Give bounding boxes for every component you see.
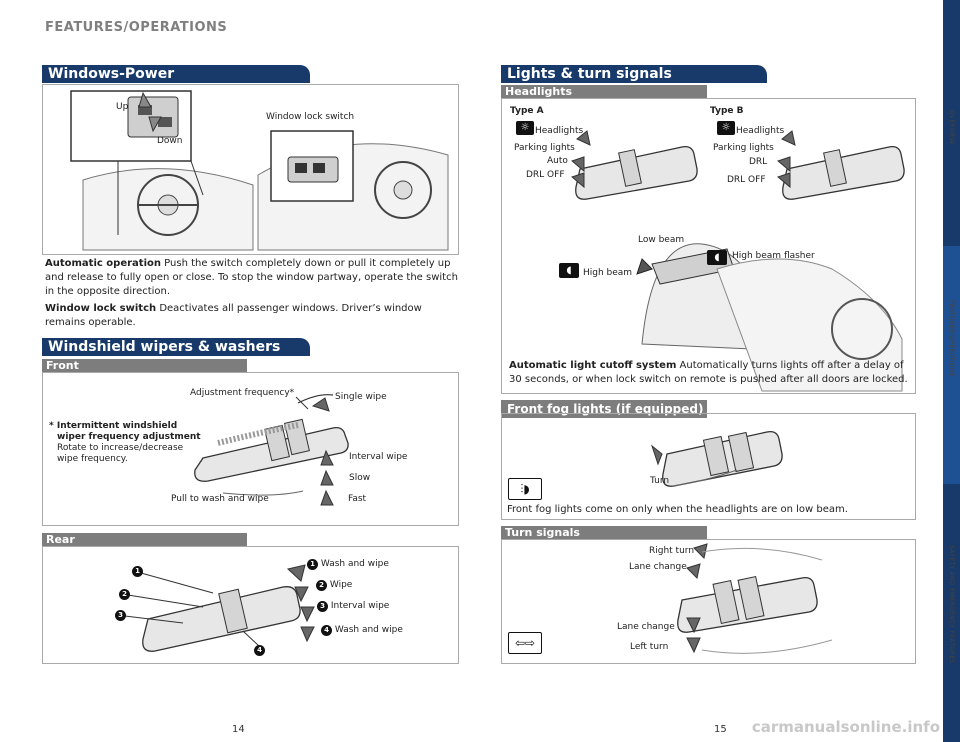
slow-label: Slow <box>349 473 371 483</box>
auto-operation-paragraph: Automatic operation Push the switch comp… <box>45 257 460 299</box>
headlights-title: Headlights <box>501 85 707 98</box>
headlight-lever-illustrations <box>570 130 905 392</box>
rear-wipers-title: Rear <box>42 533 247 546</box>
sidebar-active-tab <box>943 246 960 484</box>
page-header-title: FEATURES/OPERATIONS <box>45 20 228 35</box>
type-a-parking-label: Parking lights <box>514 143 575 153</box>
rear-callout-3: 3 <box>115 610 126 621</box>
windows-power-banner: Windows-Power <box>42 65 310 83</box>
rear-wipers-box: 1 2 3 4 1 Wash and wipe 2 Wipe 3 Interva… <box>42 546 459 664</box>
windows-illustration-box: Up Down Window lock switch <box>42 84 459 255</box>
page-number-left: 14 <box>232 724 245 735</box>
turn-signals-title: Turn signals <box>501 526 707 539</box>
window-lock-switch-label: Window lock switch <box>266 112 355 122</box>
window-lock-heading: Window lock switch <box>45 303 157 314</box>
fog-lights-note: Front fog lights come on only when the h… <box>507 504 848 515</box>
auto-light-cutoff-paragraph: Automatic light cutoff system Automatica… <box>509 359 909 387</box>
sidebar-overview-label[interactable]: OVERVIEW <box>948 110 955 145</box>
auto-light-cutoff-text: Automatically turns lights off after a d… <box>509 360 908 385</box>
fog-light-icon: ⫶◗ <box>508 478 542 500</box>
high-beam-flasher-icon: ◖ <box>707 250 727 265</box>
front-wipers-title: Front <box>42 359 247 372</box>
rear-callout-1: 1 <box>132 566 143 577</box>
rear-wiper-lever-illustration <box>124 564 315 652</box>
type-a-title: Type A <box>510 106 544 116</box>
page-number-right: 15 <box>714 724 727 735</box>
type-b-drl-off-label: DRL OFF <box>727 175 766 185</box>
rear-item-4: 4 Wash and wipe <box>321 625 403 636</box>
turn-signals-box: Right turn Lane change ⇦⇨ Lane change Le… <box>501 539 916 664</box>
type-a-drl-off-label: DRL OFF <box>526 170 565 180</box>
auto-operation-heading: Automatic operation <box>45 258 161 269</box>
rear-callout-4: 4 <box>254 645 265 656</box>
rear-item-3: 3 Interval wipe <box>317 601 389 612</box>
left-turn-label: Left turn <box>630 642 669 652</box>
fog-turn-label: Turn <box>650 476 670 486</box>
sidebar-safety-label[interactable]: SAFETY AND EMERGENCY FEATURES <box>948 545 955 664</box>
window-lock-text: Deactivates all passenger windows. Drive… <box>45 303 422 328</box>
fog-lever-illustration <box>650 431 783 487</box>
lane-change-top-label: Lane change <box>629 562 687 572</box>
type-b-parking-label: Parking lights <box>713 143 774 153</box>
window-switch-illustration <box>43 85 458 254</box>
window-down-label: Down <box>157 136 183 146</box>
headlight-sun-icon-b: ☼ <box>717 121 735 135</box>
auto-light-cutoff-heading: Automatic light cutoff system <box>509 360 677 371</box>
wipers-banner: Windshield wipers & washers <box>42 338 310 356</box>
watermark: carmanualsonline.info <box>751 718 940 736</box>
headlights-box: Type A ☼ Headlights Parking lights Auto … <box>501 98 916 394</box>
lights-banner: Lights & turn signals <box>501 65 767 83</box>
type-a-auto-label: Auto <box>547 156 568 166</box>
intermittent-note-text-1: Rotate to increase/decrease <box>57 443 184 453</box>
sidebar-features-label[interactable]: FEATURES/OPERATIONS <box>948 300 955 377</box>
pull-to-wash-label: Pull to wash and wipe <box>171 494 269 504</box>
high-beam-flasher-label: High beam flasher <box>732 251 815 261</box>
window-lock-paragraph: Window lock switch Deactivates all passe… <box>45 302 460 330</box>
rear-callout-2: 2 <box>119 589 130 600</box>
rear-item-2: 2 Wipe <box>316 580 352 591</box>
right-turn-label: Right turn <box>649 546 695 556</box>
turn-signal-lever-illustration <box>677 543 833 654</box>
high-beam-label: High beam <box>583 268 633 278</box>
type-b-headlights-label: Headlights <box>736 126 785 136</box>
lane-change-bottom-label: Lane change <box>617 622 675 632</box>
intermittent-note-heading-2: wiper frequency adjustment <box>57 432 201 442</box>
fog-lights-box: ⫶◗ Turn <box>501 413 916 520</box>
front-wiper-lever-illustration <box>194 394 349 506</box>
turn-signal-arrows-icon: ⇦⇨ <box>508 632 542 654</box>
intermittent-note-text-2: wipe frequency. <box>57 454 128 464</box>
headlight-sun-icon-a: ☼ <box>516 121 534 135</box>
high-beam-icon: ◖ <box>559 263 579 278</box>
interval-wipe-label: Interval wipe <box>349 452 408 462</box>
auto-operation-text: Push the switch completely down or pull … <box>45 258 458 297</box>
adjustment-frequency-label: Adjustment frequency* <box>190 388 295 398</box>
single-wipe-label: Single wipe <box>335 392 387 402</box>
fast-label: Fast <box>348 494 367 504</box>
section-sidebar <box>943 0 960 742</box>
rear-item-1: 1 Wash and wipe <box>307 559 389 570</box>
type-b-title: Type B <box>710 106 744 116</box>
window-up-label: Up <box>116 102 129 112</box>
type-a-headlights-label: Headlights <box>535 126 584 136</box>
intermittent-note-heading: * Intermittent windshield <box>49 421 178 431</box>
low-beam-label: Low beam <box>638 235 685 245</box>
type-b-drl-label: DRL <box>749 157 768 167</box>
front-wipers-box: Adjustment frequency* Single wipe * Inte… <box>42 372 459 526</box>
